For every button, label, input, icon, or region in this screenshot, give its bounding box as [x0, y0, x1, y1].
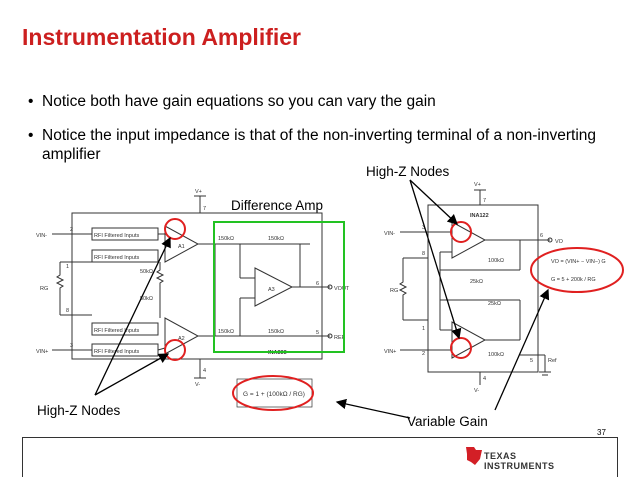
- ina122-schematic: [398, 189, 553, 385]
- rfi-block: [91, 249, 159, 263]
- net-label: V-: [474, 388, 479, 394]
- bullet-text: Notice the input impedance is that of th…: [42, 127, 597, 163]
- net-label: VIN-: [36, 233, 47, 239]
- opamp-label: A2: [178, 336, 185, 342]
- pin-label: 1: [422, 326, 425, 332]
- bullet-marker: •: [28, 127, 34, 144]
- high-z-circle: [164, 339, 186, 361]
- resistor-label: 150kΩ: [218, 329, 234, 335]
- rfi-label: RFI Filtered Inputs: [94, 349, 139, 355]
- pin-label: 1: [66, 264, 69, 270]
- pin-label: 8: [422, 251, 425, 257]
- resistor-label: 150kΩ: [268, 236, 284, 242]
- opamp-a2: [164, 317, 200, 355]
- resistor-rg: [55, 262, 65, 305]
- arrow-high-z: [94, 236, 171, 396]
- bullet-marker: •: [28, 93, 34, 110]
- rfi-block: [91, 322, 159, 336]
- resistor-rg: [398, 258, 408, 320]
- ina333-outline: [71, 212, 323, 360]
- footer-border: [22, 437, 23, 477]
- arrow-variable-gain: [494, 288, 550, 411]
- page-number: 37: [597, 428, 606, 437]
- arrow-high-z: [409, 179, 462, 340]
- gain-equation: G = 1 + (100kΩ / RG): [243, 391, 305, 398]
- net-label: V+: [474, 182, 481, 188]
- net-label: V+: [195, 189, 202, 195]
- pin-label: 2: [422, 351, 425, 357]
- resistor-label: 100kΩ: [488, 352, 504, 358]
- high-z-circle: [450, 221, 472, 243]
- arrow-high-z: [409, 179, 458, 225]
- arrow-variable-gain: [335, 398, 411, 419]
- pin-label: 4: [203, 368, 206, 374]
- ina122-text: INA122 100kΩ 25kΩ 25kΩ 100kΩ 7 3 8 1 2 6…: [384, 182, 606, 394]
- label-difference-amp: Difference Amp: [231, 198, 324, 213]
- opamp-bottom: [451, 321, 487, 359]
- difference-amp-highlight: [213, 221, 345, 353]
- label-high-z-nodes-bottom: High-Z Nodes: [37, 403, 121, 418]
- resistor-label: 50kΩ: [140, 269, 153, 275]
- logo-line: TEXAS: [484, 451, 517, 461]
- resistor-50k: [155, 262, 165, 300]
- slide-title: Instrumentation Amplifier: [22, 24, 301, 50]
- resistor-label: 150kΩ: [268, 329, 284, 335]
- resistor-label: 100kΩ: [488, 258, 504, 264]
- pin-label: 6: [540, 233, 543, 239]
- net-label: RG: [40, 286, 48, 292]
- equation: VO = (VIN+ − VIN−) G: [551, 259, 606, 265]
- label-high-z-nodes-top: High-Z Nodes: [366, 164, 450, 179]
- net-label: VIN+: [384, 349, 396, 355]
- net-label: VIN-: [384, 231, 395, 237]
- opamp-label: A3: [268, 287, 275, 293]
- equation: G = 5 + 200k / RG: [551, 277, 596, 283]
- pin-label: 5: [316, 330, 319, 336]
- resistor-label: 25kΩ: [470, 279, 483, 285]
- ina333-text: RFI Filtered Inputs RFI Filtered Inputs …: [36, 189, 350, 388]
- pin-label: 7: [483, 198, 486, 204]
- ina122-outline: [427, 204, 539, 373]
- rfi-label: RFI Filtered Inputs: [94, 233, 139, 239]
- pin-label: 3: [422, 225, 425, 231]
- net-label: V-: [195, 382, 200, 388]
- rfi-label: RFI Filtered Inputs: [94, 255, 139, 261]
- arrow-high-z: [94, 353, 170, 396]
- net-label: REF: [334, 335, 346, 341]
- resistor-label: 25kΩ: [488, 301, 501, 307]
- pin-label: 7: [203, 206, 206, 212]
- pin-label: 6: [316, 281, 319, 287]
- opamp-label: A1: [178, 244, 185, 250]
- opamp-a3: [254, 267, 294, 307]
- label-variable-gain: Variable Gain: [407, 414, 488, 429]
- pin-label: 3: [70, 343, 73, 349]
- net-label: Ref: [548, 358, 557, 364]
- ina333-schematic: [52, 195, 333, 379]
- net-label: VOUT: [334, 286, 350, 292]
- pin-label: 2: [70, 227, 73, 233]
- gain-equation-highlight: [232, 375, 314, 411]
- pin-label: 4: [483, 376, 486, 382]
- net-label: VO: [555, 239, 564, 245]
- part-label: INA122: [470, 213, 489, 219]
- pin-label: 5: [530, 358, 533, 364]
- pin-label: 8: [66, 308, 69, 314]
- texas-instruments-logo-text: TEXAS INSTRUMENTS: [484, 451, 555, 471]
- net-label: RG: [390, 288, 398, 294]
- opamp-top: [451, 221, 487, 259]
- high-z-circle: [164, 218, 186, 240]
- resistor-label: 50kΩ: [140, 296, 153, 302]
- bullet-text: Notice both have gain equations so you c…: [42, 93, 436, 110]
- logo-line: INSTRUMENTS: [484, 461, 555, 471]
- footer-divider: [22, 437, 618, 438]
- texas-instruments-logo-icon: [466, 447, 482, 465]
- rfi-label: RFI Filtered Inputs: [94, 328, 139, 334]
- high-z-circle: [450, 337, 472, 359]
- resistor-label: 150kΩ: [218, 236, 234, 242]
- variable-gain-highlight: [530, 247, 624, 293]
- footer-border: [617, 437, 618, 477]
- net-label: VIN+: [36, 349, 48, 355]
